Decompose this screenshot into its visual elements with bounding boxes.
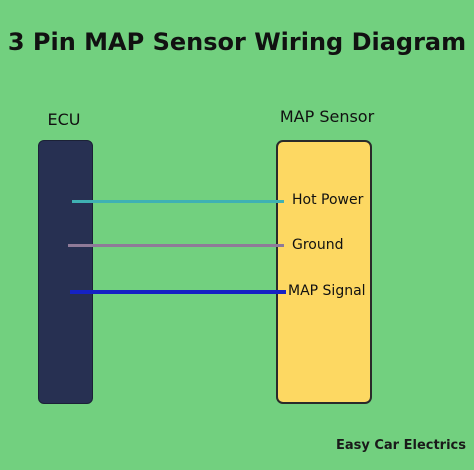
wire-ground <box>68 244 284 247</box>
map-sensor-label: MAP Sensor <box>279 107 375 126</box>
ecu-block <box>38 140 93 404</box>
pin-label-ground: Ground <box>292 237 344 253</box>
diagram-title: 3 Pin MAP Sensor Wiring Diagram <box>7 28 467 56</box>
ecu-label: ECU <box>47 110 81 129</box>
wire-map-signal <box>70 290 286 294</box>
pin-label-map-signal: MAP Signal <box>288 283 366 299</box>
footer-brand: Easy Car Electrics <box>335 438 466 453</box>
map-sensor-block <box>276 140 372 404</box>
pin-label-hot-power: Hot Power <box>292 192 364 208</box>
wire-hot-power <box>72 200 284 203</box>
